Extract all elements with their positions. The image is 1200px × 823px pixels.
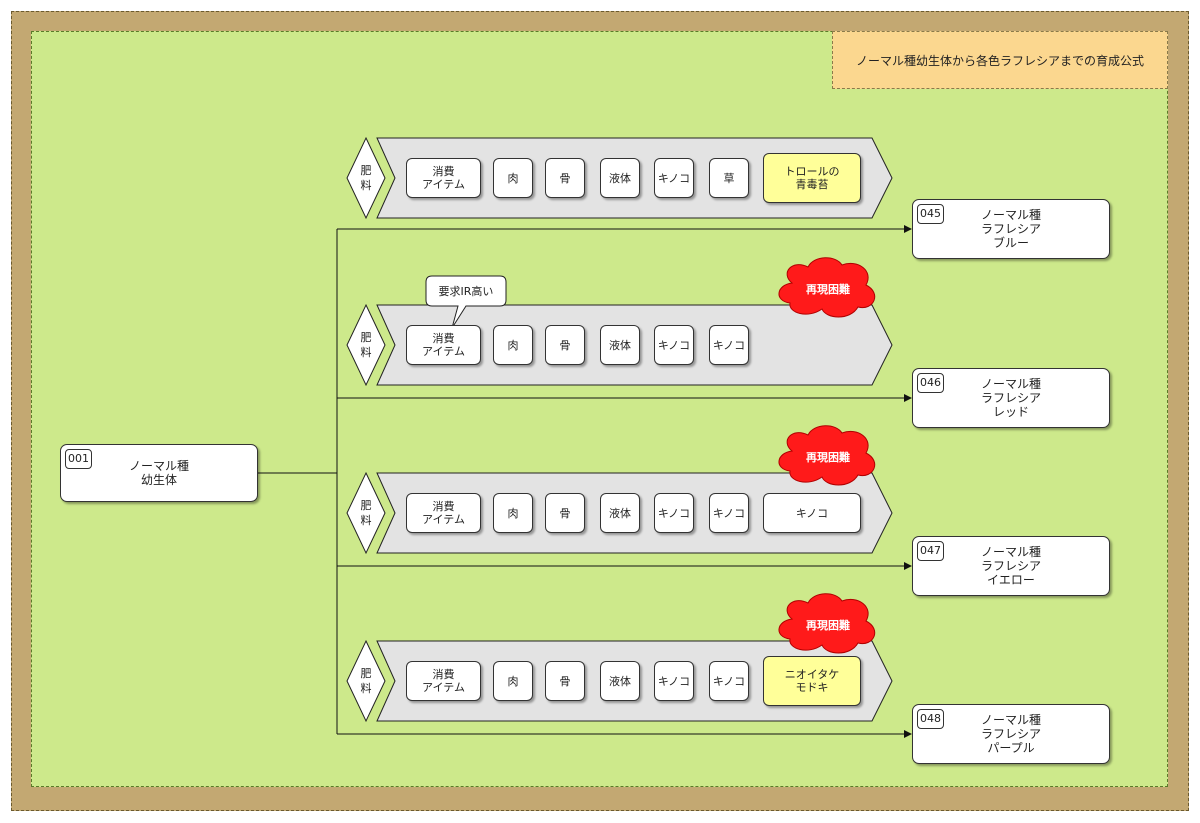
- result-node[interactable]: 045 ノーマル種 ラフレシア ブルー: [912, 199, 1110, 259]
- ingredient-item[interactable]: キノコ: [654, 325, 694, 365]
- ingredient-item[interactable]: キノコ: [763, 493, 861, 533]
- ingredient-item[interactable]: 液体: [600, 325, 640, 365]
- difficulty-label: 再現困難: [806, 283, 850, 296]
- ingredient-item[interactable]: 草: [709, 158, 749, 198]
- result-label: ノーマル種 ラフレシア レッド: [980, 377, 1041, 419]
- difficulty-cloud: [778, 425, 876, 486]
- ingredient-item[interactable]: キノコ: [709, 661, 749, 701]
- fertilizer-label: 肥 料: [360, 331, 372, 359]
- result-label: ノーマル種 ラフレシア ブルー: [980, 208, 1041, 250]
- ingredient-item[interactable]: 液体: [600, 661, 640, 701]
- fertilizer-label: 肥 料: [360, 164, 372, 192]
- special-ingredient-item[interactable]: トロールの 青毒苔: [763, 153, 861, 203]
- result-node[interactable]: 047 ノーマル種 ラフレシア イエロー: [912, 536, 1110, 596]
- source-id-tag: 001: [65, 449, 92, 469]
- difficulty-label: 再現困難: [806, 451, 850, 464]
- result-node[interactable]: 048 ノーマル種 ラフレシア パープル: [912, 704, 1110, 764]
- fertilizer-label: 肥 料: [360, 499, 372, 527]
- fertilizer-label: 肥 料: [360, 667, 372, 695]
- result-id-tag: 046: [917, 373, 944, 393]
- result-id-tag: 048: [917, 709, 944, 729]
- tooltip-bubble: [425, 275, 507, 329]
- ingredient-item[interactable]: 肉: [493, 158, 533, 198]
- difficulty-label: 再現困難: [806, 619, 850, 632]
- title-note: ノーマル種幼生体から各色ラフレシアまでの育成公式: [832, 31, 1168, 89]
- ingredient-item[interactable]: 骨: [545, 661, 585, 701]
- ingredient-item[interactable]: 肉: [493, 661, 533, 701]
- difficulty-cloud: [778, 257, 876, 318]
- fertilizer-diamond: [346, 471, 386, 555]
- ingredient-item[interactable]: 骨: [545, 493, 585, 533]
- result-label: ノーマル種 ラフレシア パープル: [980, 713, 1041, 755]
- ingredient-item[interactable]: 消費 アイテム: [406, 158, 481, 198]
- ingredient-item[interactable]: 液体: [600, 158, 640, 198]
- ingredient-item[interactable]: キノコ: [709, 493, 749, 533]
- ingredient-item[interactable]: キノコ: [654, 661, 694, 701]
- result-id-tag: 045: [917, 204, 944, 224]
- fertilizer-diamond: [346, 639, 386, 723]
- fertilizer-diamond: [346, 303, 386, 387]
- ingredient-item[interactable]: 骨: [545, 325, 585, 365]
- ingredient-item[interactable]: 肉: [493, 493, 533, 533]
- result-id-tag: 047: [917, 541, 944, 561]
- ingredient-item[interactable]: キノコ: [654, 158, 694, 198]
- ingredient-item[interactable]: キノコ: [654, 493, 694, 533]
- result-label: ノーマル種 ラフレシア イエロー: [980, 545, 1041, 587]
- ingredient-item[interactable]: 消費 アイテム: [406, 325, 481, 365]
- ingredient-item[interactable]: 消費 アイテム: [406, 493, 481, 533]
- source-label: ノーマル種 幼生体: [128, 459, 189, 487]
- ingredient-item[interactable]: 骨: [545, 158, 585, 198]
- result-node[interactable]: 046 ノーマル種 ラフレシア レッド: [912, 368, 1110, 428]
- difficulty-cloud: [778, 593, 876, 654]
- diagram-title: ノーマル種幼生体から各色ラフレシアまでの育成公式: [855, 53, 1144, 68]
- ingredient-item[interactable]: 肉: [493, 325, 533, 365]
- source-node[interactable]: 001 ノーマル種 幼生体: [60, 444, 258, 502]
- ingredient-item[interactable]: 消費 アイテム: [406, 661, 481, 701]
- fertilizer-diamond: [346, 136, 386, 220]
- ingredient-item[interactable]: 液体: [600, 493, 640, 533]
- special-ingredient-item[interactable]: ニオイタケ モドキ: [763, 656, 861, 706]
- tooltip-text: 要求IR高い: [438, 285, 494, 298]
- ingredient-item[interactable]: キノコ: [709, 325, 749, 365]
